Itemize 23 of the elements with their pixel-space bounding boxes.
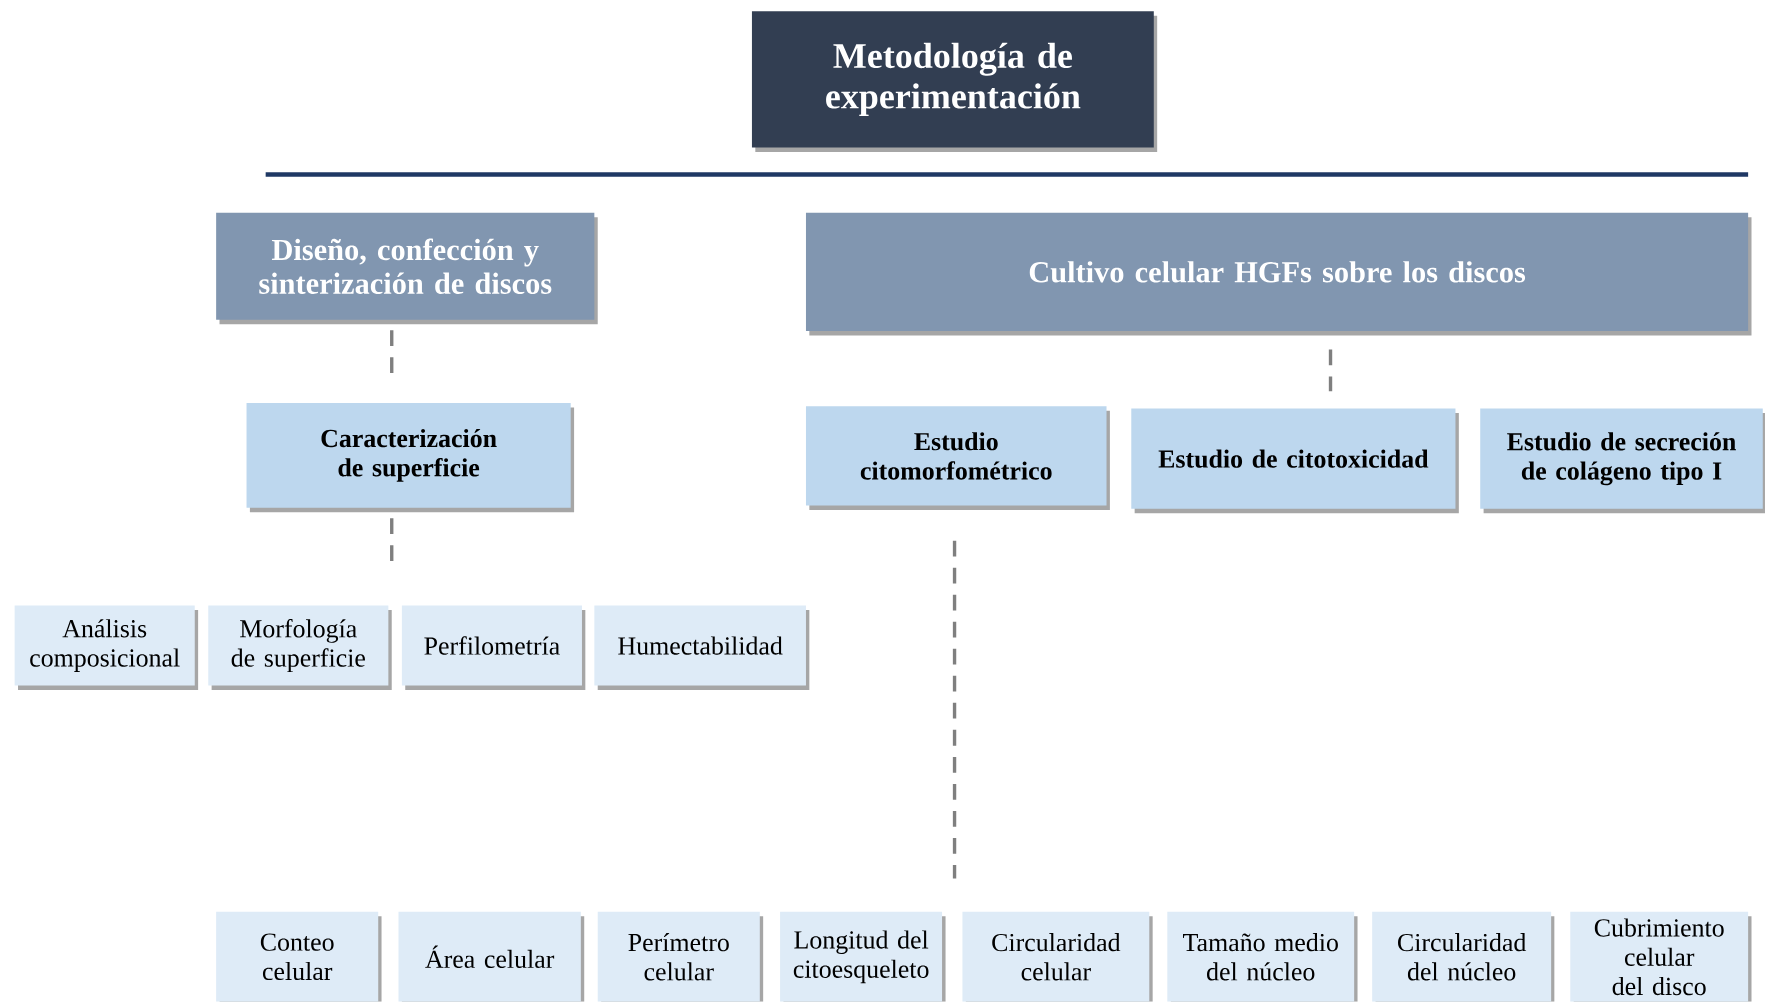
item-box: Conteo celular bbox=[216, 911, 382, 1002]
category-box: Diseño, confección y sinterización de discos bbox=[216, 212, 598, 325]
title-box: Metodología de experimentación bbox=[751, 11, 1158, 153]
connector-line bbox=[390, 518, 394, 564]
item-box: Circularidad del núcleo bbox=[1372, 911, 1555, 1002]
connector-line bbox=[390, 330, 394, 375]
process-box: Estudio citomorfométrico bbox=[805, 406, 1110, 510]
item-box: Longitud del citoesqueleto bbox=[780, 911, 946, 1002]
item-box: Morfología de superficie bbox=[208, 605, 392, 691]
process-box: Estudio de citotoxicidad bbox=[1131, 408, 1459, 514]
category-box: Cultivo celular HGFs sobre los discos bbox=[805, 212, 1752, 336]
item-box: Perfilometría bbox=[401, 605, 586, 691]
connector-line bbox=[1328, 349, 1333, 392]
item-box: Análisis composicional bbox=[14, 605, 199, 691]
item-box: Circularidad celular bbox=[962, 911, 1153, 1002]
item-box: Perímetro celular bbox=[597, 911, 764, 1002]
item-box: Tamaño medio del núcleo bbox=[1167, 911, 1358, 1002]
process-box: Estudio de secreción de colágeno tipo I bbox=[1480, 408, 1765, 514]
item-box: Cubrimiento celular del disco bbox=[1570, 911, 1752, 1002]
connector-line bbox=[952, 540, 957, 879]
item-box: Área celular bbox=[398, 911, 585, 1002]
process-box: Caracterización de superficie bbox=[246, 403, 575, 513]
item-box: Humectabilidad bbox=[594, 605, 810, 691]
